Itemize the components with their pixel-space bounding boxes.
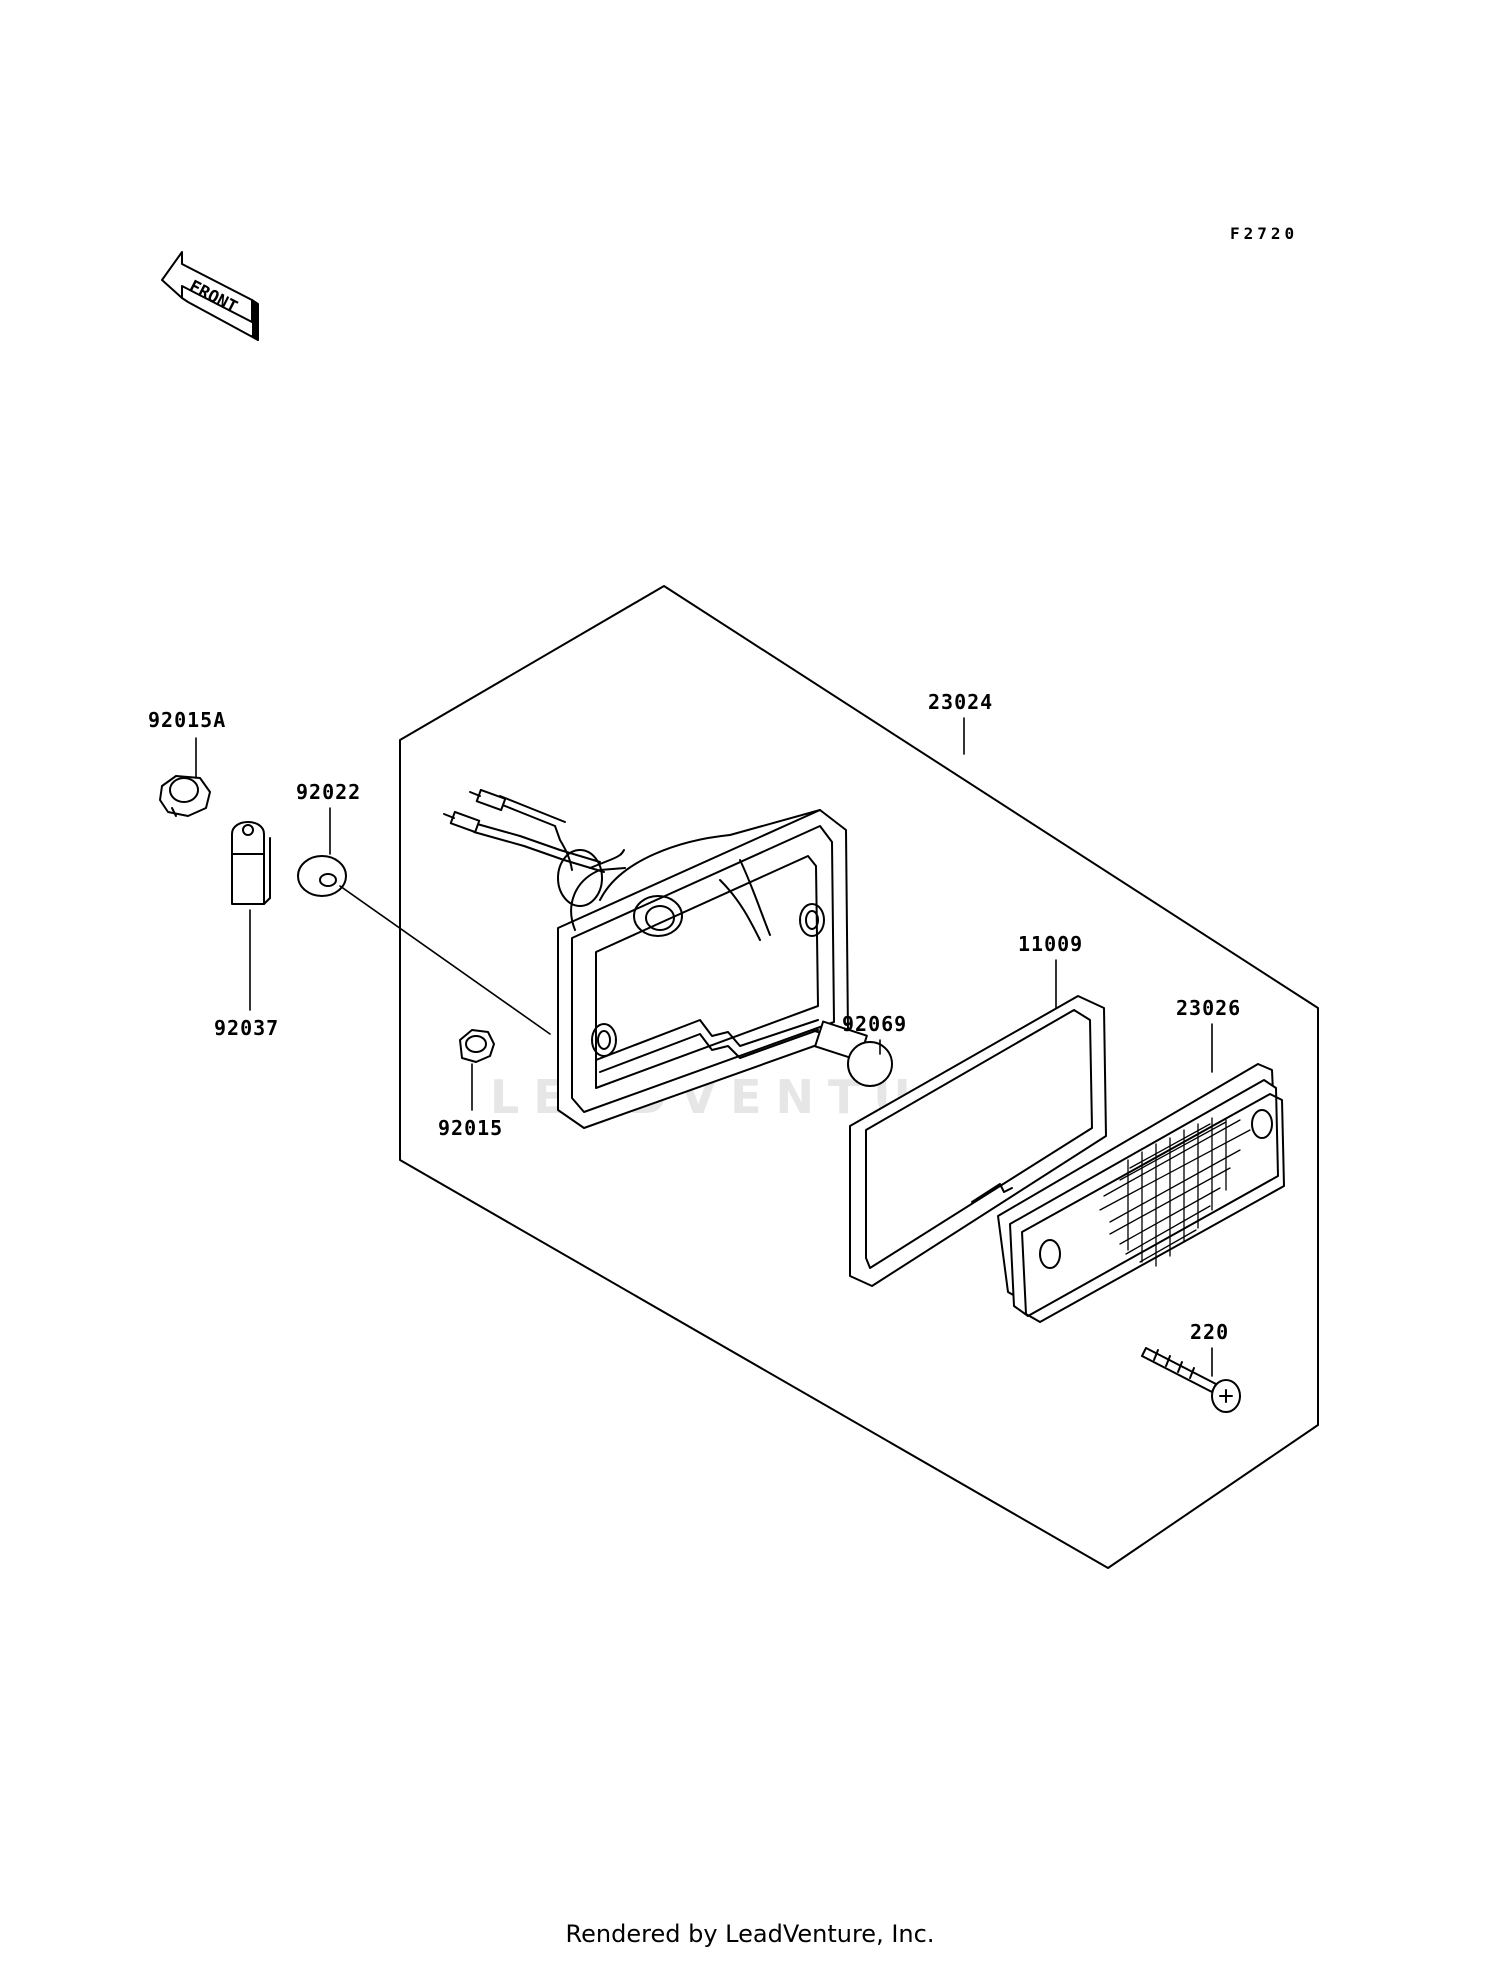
part-label-92069[interactable]: 92069 bbox=[842, 1012, 908, 1036]
lens-grid bbox=[1099, 1117, 1251, 1267]
part-label-23024[interactable]: 23024 bbox=[928, 690, 994, 714]
lamp-wires bbox=[443, 788, 625, 873]
part-label-220[interactable]: 220 bbox=[1190, 1320, 1230, 1344]
screw-220 bbox=[1141, 1347, 1241, 1413]
front-arrow-icon: FRONT bbox=[161, 251, 259, 341]
lamp-housing bbox=[557, 809, 849, 1129]
gasket-11009 bbox=[849, 995, 1107, 1287]
nut-92015 bbox=[459, 1029, 495, 1063]
lens-23026 bbox=[997, 1063, 1285, 1323]
part-label-11009[interactable]: 11009 bbox=[1018, 932, 1084, 956]
part-label-92015A[interactable]: 92015A bbox=[148, 708, 227, 732]
part-label-92037[interactable]: 92037 bbox=[214, 1016, 280, 1040]
part-label-92022[interactable]: 92022 bbox=[296, 780, 362, 804]
footer-credit: Rendered by LeadVenture, Inc. bbox=[565, 1920, 935, 1948]
leader-lines bbox=[195, 717, 1213, 1377]
bracket-92037 bbox=[231, 821, 271, 905]
part-label-92015[interactable]: 92015 bbox=[438, 1116, 504, 1140]
nut-92015A bbox=[159, 775, 211, 817]
washer-92022 bbox=[297, 855, 347, 897]
assembly-outline bbox=[399, 585, 1319, 1569]
bulb-92069 bbox=[811, 1020, 893, 1087]
part-label-23026[interactable]: 23026 bbox=[1176, 996, 1242, 1020]
diagram-code: F2720 bbox=[1230, 224, 1299, 243]
